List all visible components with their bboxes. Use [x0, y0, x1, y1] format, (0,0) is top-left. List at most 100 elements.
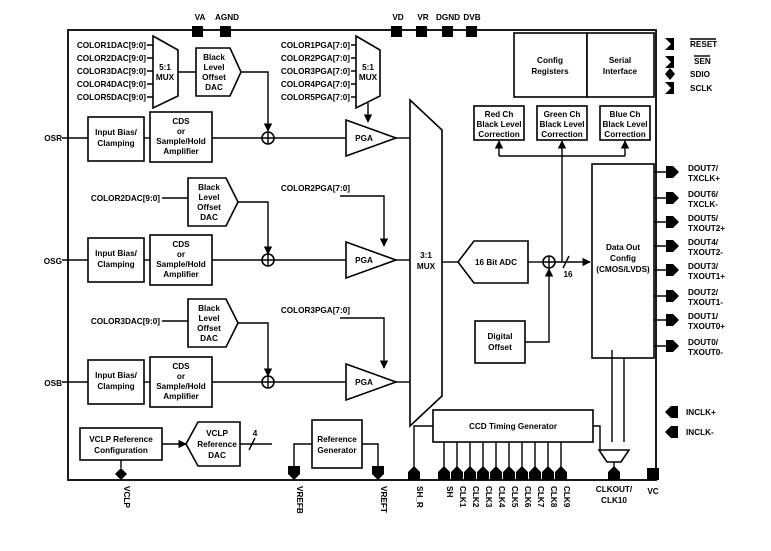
- config-reg-l1: Config: [537, 56, 563, 65]
- clkout-pin[interactable]: [608, 466, 620, 480]
- vclp-dac-l3: DAC: [208, 451, 226, 460]
- dout5-pin[interactable]: [666, 216, 679, 228]
- cds-r-l4: Amplifier: [163, 147, 199, 156]
- dout6-pin[interactable]: [666, 192, 679, 204]
- cds-b-l2: or: [177, 372, 186, 381]
- black-dac-top-l4: DAC: [205, 83, 223, 92]
- clk4-pin[interactable]: [490, 466, 502, 480]
- vreft-pin[interactable]: [372, 466, 384, 480]
- os-r-label: OSR: [44, 134, 62, 143]
- sh-pin[interactable]: [438, 466, 450, 480]
- clk3-pin[interactable]: [477, 466, 489, 480]
- reference-generator: [311, 419, 363, 469]
- black-dac-b-l1: Black: [198, 304, 220, 313]
- black-dac-top: [195, 47, 242, 97]
- serial-if-l1: Serial: [609, 56, 631, 65]
- clk1-pin[interactable]: [451, 466, 463, 480]
- ref-gen-l2: Generator: [317, 446, 357, 455]
- color1pga-label: COLOR1PGA[7:0]: [281, 41, 350, 50]
- bias-clamp-b: [87, 359, 145, 405]
- sen-pin[interactable]: [665, 56, 674, 68]
- sh-r-label: SH_R: [415, 486, 424, 508]
- inclk-p-pin[interactable]: [665, 406, 678, 418]
- dac-mux-5to1: [152, 34, 179, 110]
- clk8-pin[interactable]: [542, 466, 554, 480]
- clkout-label-b: CLK10: [601, 496, 627, 505]
- cds-sh-g: [149, 234, 213, 286]
- cds-sh-b: [149, 356, 213, 408]
- red-corr-l2: Black Level: [476, 120, 521, 129]
- clk6-label: CLK6: [523, 486, 532, 508]
- clk4-label: CLK4: [497, 486, 506, 508]
- data-out-l2: Config: [610, 254, 636, 263]
- ccd-timing-generator: [432, 409, 594, 443]
- color-dac-labels: COLOR1DAC[9:0] COLOR2DAC[9:0] COLOR3DAC[…: [77, 41, 146, 102]
- clk2-label: CLK2: [471, 486, 480, 508]
- dvb-pin[interactable]: [466, 26, 477, 37]
- inclk-m-pin[interactable]: [665, 426, 678, 438]
- chip-outline: [67, 29, 657, 481]
- red-corr-l3: Correction: [478, 130, 519, 139]
- cds-b-l1: CDS: [172, 362, 190, 371]
- dout3-pin[interactable]: [666, 264, 679, 276]
- sdio-label: SDIO: [690, 70, 711, 79]
- color2pga-g-label: COLOR2PGA[7:0]: [281, 184, 350, 193]
- color-pga-labels: COLOR1PGA[7:0] COLOR2PGA[7:0] COLOR3PGA[…: [281, 41, 350, 102]
- mux-3to1: [409, 98, 443, 428]
- va-pin[interactable]: [192, 26, 203, 37]
- dout4-pin[interactable]: [666, 240, 679, 252]
- data-out-l3: (CMOS/LVDS): [596, 265, 650, 274]
- vd-pin[interactable]: [391, 26, 402, 37]
- bus-width-16: 16: [563, 270, 573, 279]
- clk2-pin[interactable]: [464, 466, 476, 480]
- blue-corr-l3: Correction: [604, 130, 645, 139]
- dgnd-label: DGND: [436, 13, 460, 22]
- cds-r-l3: Sample/Hold: [156, 137, 206, 146]
- vclp-pin[interactable]: [115, 468, 127, 480]
- color4dac-label: COLOR4DAC[9:0]: [77, 80, 146, 89]
- clk9-pin[interactable]: [555, 466, 567, 480]
- dout7-label-a: DOUT7/: [688, 164, 719, 173]
- dout1-label-a: DOUT1/: [688, 312, 719, 321]
- dout2-pin[interactable]: [666, 290, 679, 302]
- vrefb-pin[interactable]: [288, 466, 300, 480]
- dout3-label-a: DOUT3/: [688, 262, 719, 271]
- dgnd-pin[interactable]: [442, 26, 453, 37]
- clk7-pin[interactable]: [529, 466, 541, 480]
- cds-g-l1: CDS: [172, 240, 190, 249]
- green-corr-l1: Green Ch: [544, 110, 581, 119]
- clk6-pin[interactable]: [516, 466, 528, 480]
- vclp-width-4: 4: [253, 429, 258, 438]
- clk5-pin[interactable]: [503, 466, 515, 480]
- color3pga-label: COLOR3PGA[7:0]: [281, 67, 350, 76]
- reset-pin[interactable]: [665, 38, 674, 50]
- black-dac-b: [187, 298, 239, 348]
- dout7-label-b: TXCLK+: [688, 174, 720, 183]
- dout1-pin[interactable]: [666, 314, 679, 326]
- data-out-config: [591, 163, 655, 359]
- color1dac-label: COLOR1DAC[9:0]: [77, 41, 146, 50]
- vclp-cfg-l1: VCLP Reference: [89, 435, 153, 444]
- vr-pin[interactable]: [416, 26, 427, 37]
- black-dac-g-l4: DAC: [200, 213, 218, 222]
- blue-corr-l2: Black Level: [602, 120, 647, 129]
- sclk-pin[interactable]: [665, 82, 674, 94]
- digital-offset-l2: Offset: [488, 343, 512, 352]
- cds-g-l4: Amplifier: [163, 270, 199, 279]
- color5dac-label: COLOR5DAC[9:0]: [77, 93, 146, 102]
- pga-r-label: PGA: [355, 134, 373, 143]
- dout7-pin[interactable]: [666, 166, 679, 178]
- sdio-pin[interactable]: [665, 68, 675, 80]
- os-g-label: OSG: [44, 257, 62, 266]
- dout0-label-a: DOUT0/: [688, 338, 719, 347]
- vc-pin[interactable]: [647, 468, 659, 480]
- dout0-pin[interactable]: [666, 340, 679, 352]
- bias-b-l1: Input Bias/: [95, 371, 138, 380]
- serial-pins: RESET SEN SDIO SCLK: [665, 38, 717, 94]
- sh-r-pin[interactable]: [408, 466, 420, 480]
- pga-r: [345, 118, 399, 158]
- red-ch-correction: [473, 105, 525, 141]
- inclk-m-label: INCLK-: [686, 428, 714, 437]
- agnd-pin[interactable]: [220, 26, 231, 37]
